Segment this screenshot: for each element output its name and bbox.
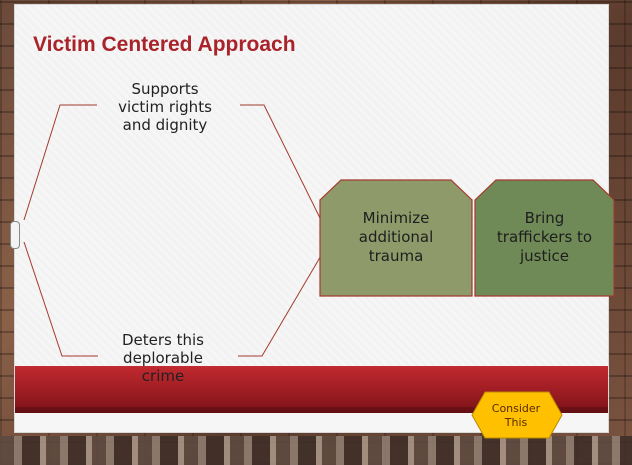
top-right-bracket — [240, 104, 323, 223]
left-edge-handle — [10, 221, 20, 249]
consider-this-button — [471, 391, 563, 439]
box-bring-traffickers-label: Bring traffickers to justice — [475, 209, 614, 266]
box-bring-traffickers — [474, 179, 615, 297]
consider-line: This — [504, 416, 528, 429]
box-line: justice — [519, 247, 569, 265]
box-line: trauma — [368, 247, 424, 265]
consider-line: Consider — [491, 402, 541, 415]
box-line: traffickers to — [496, 228, 593, 246]
item-line: deplorable — [123, 349, 203, 367]
background-strip — [0, 436, 632, 465]
item-line: Supports — [131, 80, 199, 98]
item-line: victim rights — [118, 98, 212, 116]
item-line: crime — [141, 367, 185, 385]
box-line: additional — [358, 228, 434, 246]
item-line: Deters this — [121, 331, 204, 349]
box-line: Bring — [524, 209, 565, 227]
box-minimize-trauma-label: Minimize additional trauma — [320, 209, 472, 266]
consider-this-label[interactable]: Consider This — [471, 402, 561, 430]
top-left-bracket — [23, 104, 97, 221]
item-deters-crime: Deters this deplorable crime — [88, 331, 238, 385]
slide-title: Victim Centered Approach — [33, 33, 296, 56]
box-line: Minimize — [362, 209, 430, 227]
bottom-right-bracket — [238, 253, 323, 357]
item-line: and dignity — [122, 116, 208, 134]
bottom-left-bracket — [23, 241, 98, 357]
footer-band-base — [15, 413, 608, 432]
item-supports-victim-rights: Supports victim rights and dignity — [90, 80, 240, 134]
box-minimize-trauma — [319, 179, 473, 297]
